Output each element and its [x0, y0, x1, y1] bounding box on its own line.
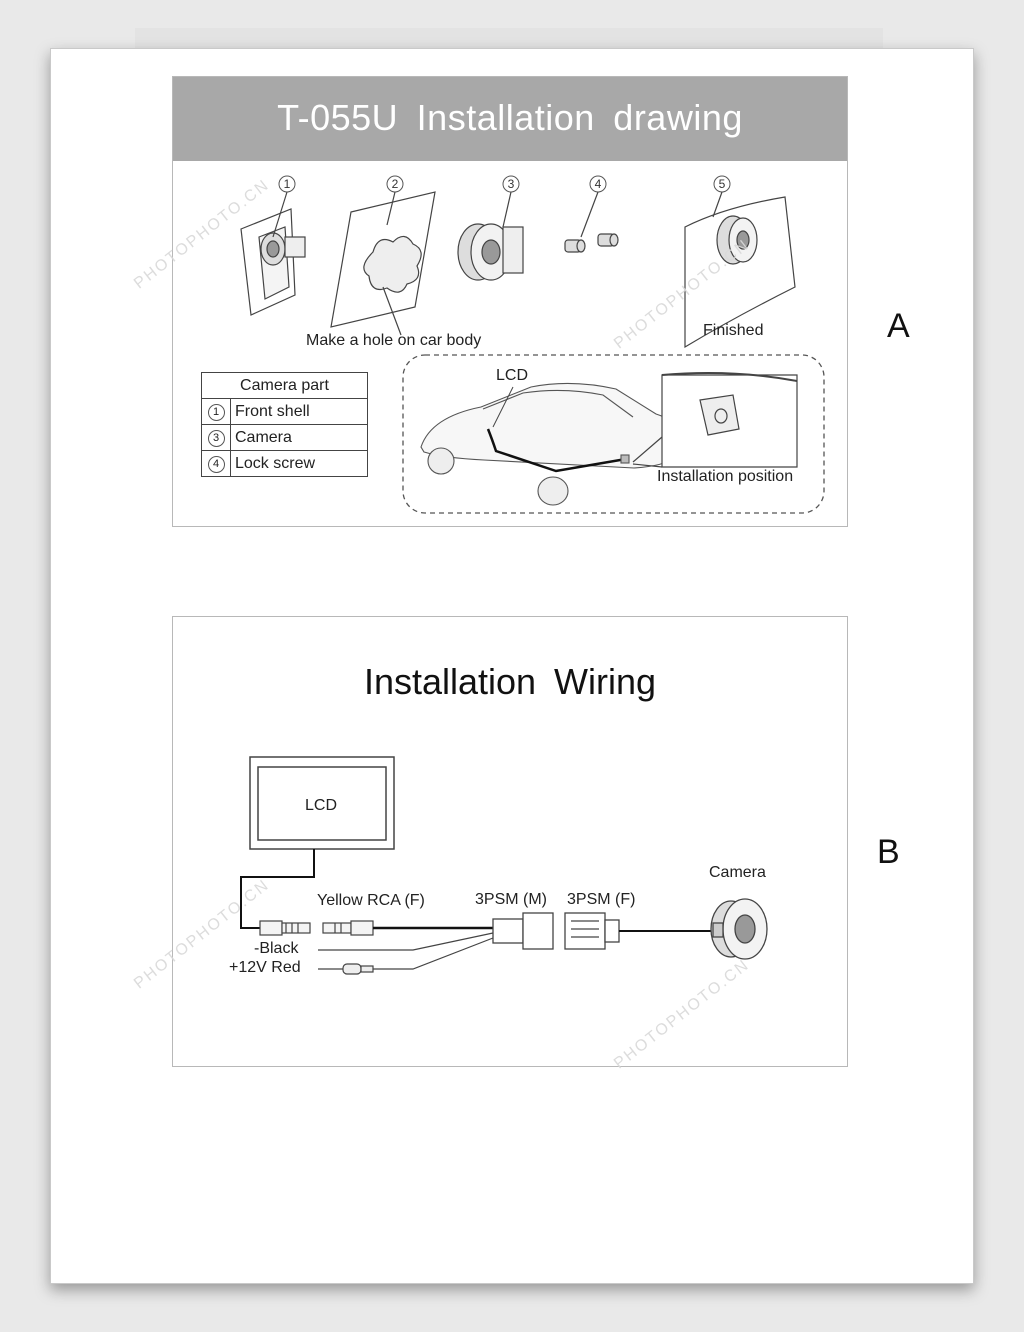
section-letter-a: A: [887, 307, 910, 345]
rear-camera-illustration: [710, 898, 768, 960]
camera-illustration: [457, 191, 524, 281]
step-3-number: 3: [508, 177, 515, 191]
document-sheet: T-055U Installation drawing 1 2 3 4 5: [50, 48, 974, 1284]
step-5-marker: 5: [713, 175, 731, 193]
lcd-pointer-line: [492, 386, 514, 428]
black-wire-label: -Black: [254, 940, 299, 957]
3psm-male-label: 3PSM (M): [475, 891, 547, 908]
panel-a-title: T-055U Installation drawing: [277, 97, 743, 138]
step-4-number: 4: [595, 177, 602, 191]
part-label-camera: Camera: [230, 424, 368, 451]
top-shadow-strip: [135, 28, 883, 50]
step-5-number: 5: [719, 177, 726, 191]
table-row: 1 Front shell: [201, 398, 368, 425]
finished-illustration: [684, 191, 796, 349]
step-1-number: 1: [284, 177, 291, 191]
table-row: 4 Lock screw: [201, 450, 368, 477]
hole-caption: Make a hole on car body: [306, 332, 482, 349]
car-diagram-frame: [402, 354, 825, 514]
part-number-4: 4: [207, 456, 225, 473]
camera-label: Camera: [709, 864, 766, 881]
power-plug-connector: [342, 963, 374, 975]
3psm-female-connector: [564, 912, 620, 950]
step-2-number: 2: [392, 177, 399, 191]
panel-b-title: Installation Wiring: [363, 661, 657, 702]
step-1-marker: 1: [278, 175, 296, 193]
part-number-3: 3: [207, 430, 225, 447]
part-label-front-shell: Front shell: [230, 398, 368, 425]
parts-table-header-row: Camera part: [201, 372, 368, 399]
parts-table-header: Camera part: [201, 372, 368, 399]
lcd-label: LCD: [305, 797, 338, 814]
3psm-female-label: 3PSM (F): [567, 891, 636, 908]
title-bar: T-055U Installation drawing: [173, 77, 847, 161]
black-wire: [318, 932, 494, 951]
car-illustration: [420, 382, 679, 506]
lcd-video-cable: [240, 849, 315, 929]
step-4-marker: 4: [589, 175, 607, 193]
rca-connector-male: [259, 920, 311, 936]
lcd-monitor-screen: [257, 766, 387, 841]
camera-parts-table: Camera part 1 Front shell 3 Camera 4 Loc…: [201, 372, 368, 477]
section-letter-b: B: [877, 833, 900, 871]
table-row: 3 Camera: [201, 424, 368, 451]
rca-connector-female: [322, 920, 374, 936]
part-number-1: 1: [207, 404, 225, 421]
install-position-inset: [632, 372, 798, 468]
step-3-marker: 3: [502, 175, 520, 193]
step-2-marker: 2: [386, 175, 404, 193]
yellow-rca-label: Yellow RCA (F): [317, 892, 425, 909]
wiring-diagram: [240, 756, 768, 975]
front-shell-illustration: [240, 191, 306, 316]
part-label-lock-screw: Lock screw: [230, 450, 368, 477]
installation-wiring-panel: Installation Wiring: [172, 616, 848, 1067]
red-wire-label: +12V Red: [229, 959, 301, 976]
installation-position-label: Installation position: [657, 468, 794, 485]
3psm-male-connector: [492, 912, 554, 950]
finished-caption: Finished: [703, 322, 764, 339]
car-body-hole-illustration: [330, 191, 436, 336]
installation-illustrations: 1 2 3 4 5: [240, 175, 825, 514]
lock-screw-illustration: [564, 191, 619, 253]
lcd-location-label: LCD: [496, 367, 529, 384]
installation-drawing-panel: T-055U Installation drawing 1 2 3 4 5: [172, 76, 848, 527]
